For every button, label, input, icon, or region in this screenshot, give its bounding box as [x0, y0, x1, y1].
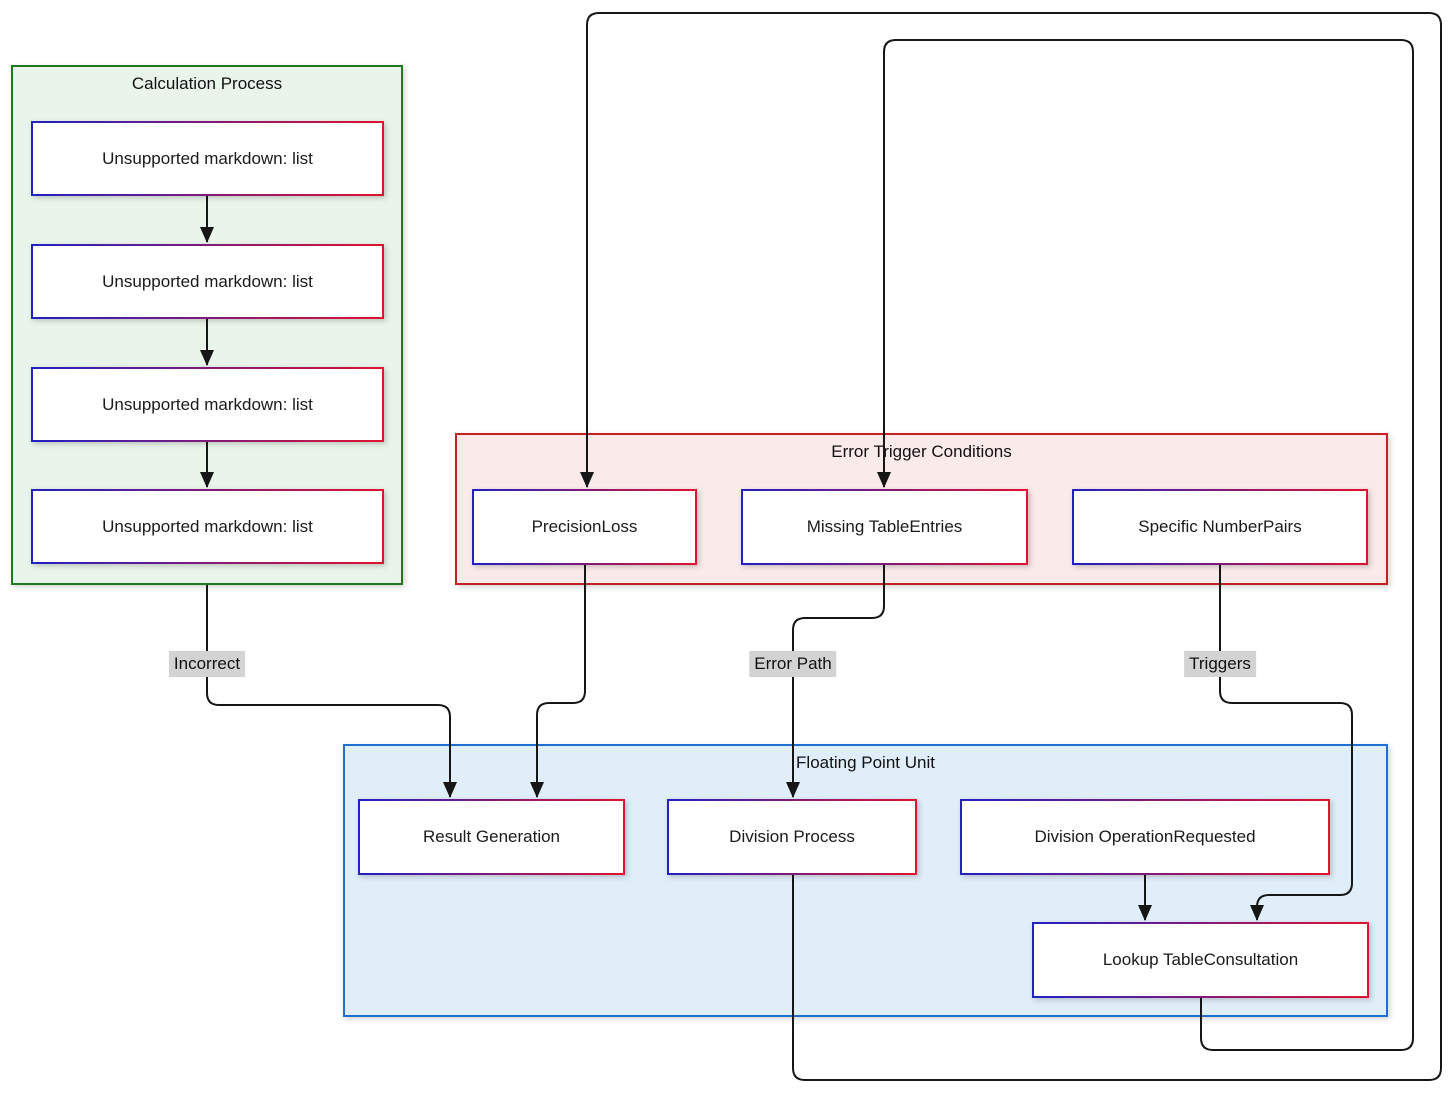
subgraph-title: Error Trigger Conditions	[831, 442, 1012, 461]
node-lookup-table-consultation: Lookup TableConsultation	[1032, 922, 1369, 998]
edge-label-incorrect: Incorrect	[168, 651, 246, 677]
node-division-operation-requested: Division OperationRequested	[960, 799, 1330, 875]
node-calc-step-4: Unsupported markdown: list	[31, 489, 384, 564]
subgraph-title: Floating Point Unit	[796, 753, 935, 772]
node-specific-number-pairs: Specific NumberPairs	[1072, 489, 1368, 565]
node-calc-step-1: Unsupported markdown: list	[31, 121, 384, 196]
node-calc-step-2: Unsupported markdown: list	[31, 244, 384, 319]
node-calc-step-3: Unsupported markdown: list	[31, 367, 384, 442]
edge-label-triggers: Triggers	[1184, 651, 1256, 677]
node-missing-table-entries: Missing TableEntries	[741, 489, 1028, 565]
node-result-generation: Result Generation	[358, 799, 625, 875]
node-precision-loss: PrecisionLoss	[472, 489, 697, 565]
subgraph-title: Calculation Process	[131, 74, 283, 93]
edge-label-error-path: Error Path	[749, 651, 837, 677]
node-division-process: Division Process	[667, 799, 917, 875]
